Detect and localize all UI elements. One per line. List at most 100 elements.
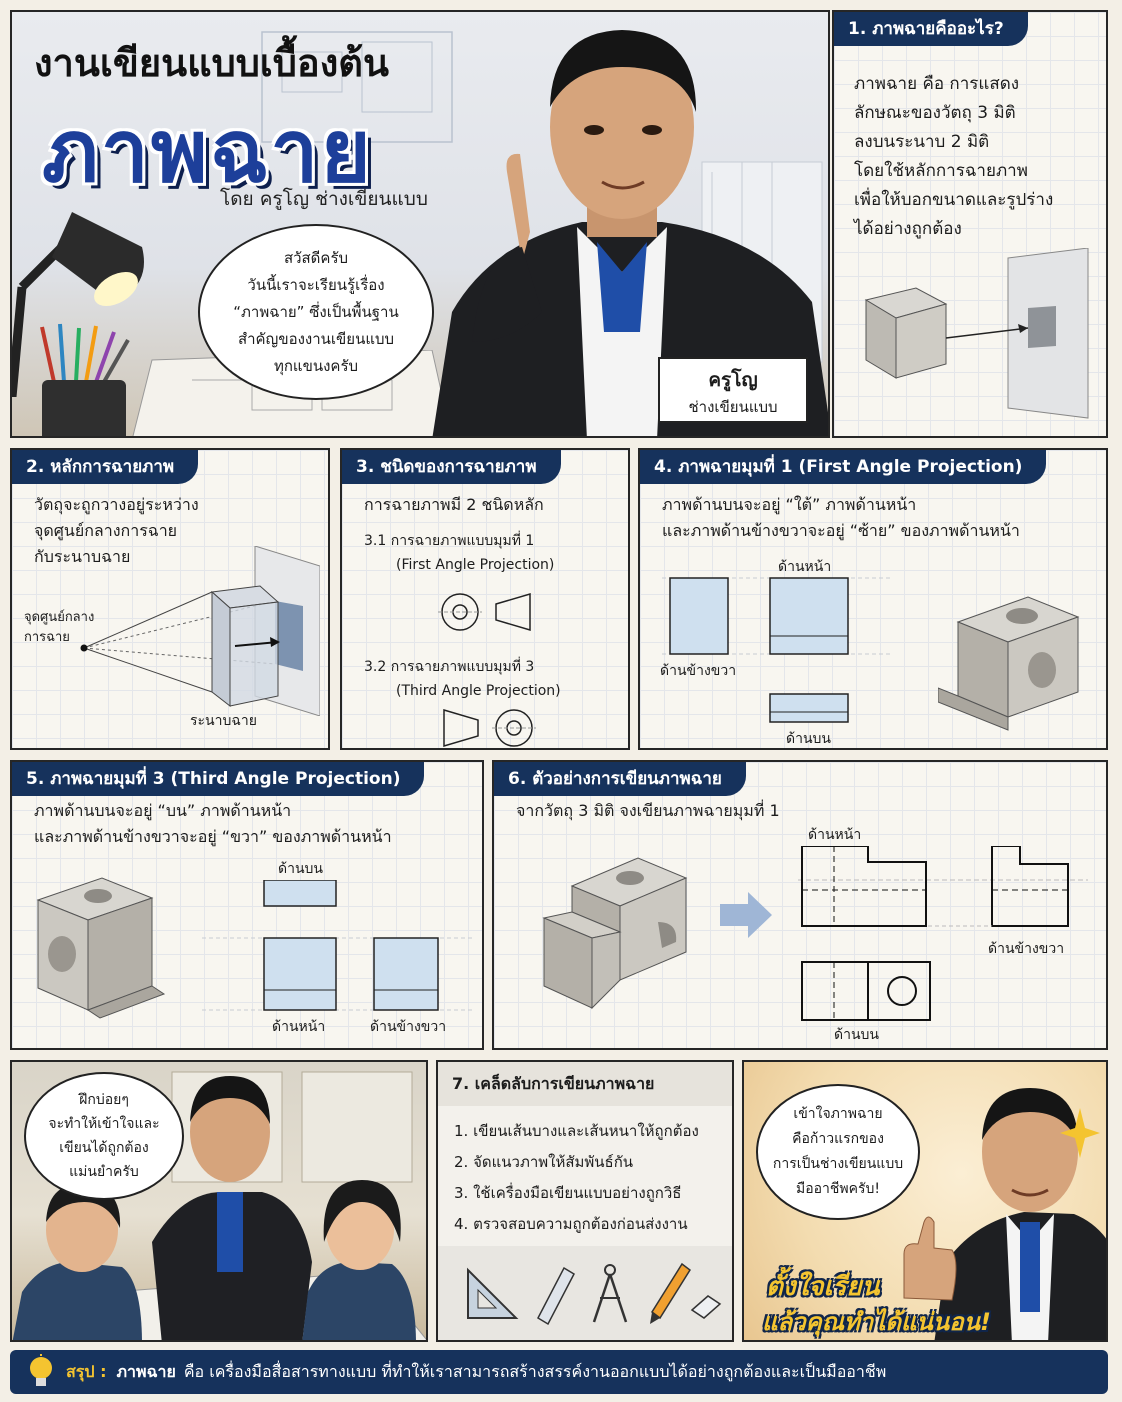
label-line: จุดศูนย์กลาง [24,610,95,625]
section-3-item2-en: (Third Angle Projection) [396,683,561,699]
compass-icon [592,1264,628,1323]
right-arrow-icon [720,892,772,938]
speech-line: จะทำให้เข้าใจและ [48,1116,160,1132]
section-5-panel: 5. ภาพฉายมุมที่ 3 (Third Angle Projectio… [10,760,484,1050]
name-tag-role: ช่างเขียนแบบ [688,398,778,416]
summary-term: ภาพฉาย [116,1361,176,1381]
slogan-line-1: ตั้งใจเรียน [766,1272,880,1302]
top-view-label: ด้านบน [834,1027,879,1043]
pencil-cup-icon [40,323,130,436]
name-tag-name: ครูโญ [708,369,758,391]
front-view-label: ด้านหน้า [808,827,862,843]
speech-line: ทุกแขนงครับ [273,356,359,375]
section-2-panel: 2. หลักการฉายภาพ วัตถุจะถูกวางอยู่ระหว่า… [10,448,330,750]
section-3-panel: 3. ชนิดของการฉายภาพ การฉายภาพมี 2 ชนิดหล… [340,448,630,750]
section-1-title: 1. ภาพฉายคืออะไร? [834,12,1028,46]
projection-illustration [864,248,1089,419]
text-line: และภาพด้านข้างขวาจะอยู่ “ขวา” ของภาพด้าน… [34,827,392,846]
text-line: จุดศูนย์กลางการฉาย [34,521,178,540]
label-line: การฉาย [24,630,70,645]
closing-panel: เข้าใจภาพฉาย คือก้าวแรกของ การเป็นช่างเข… [742,1060,1108,1342]
section-1-text: ภาพฉาย คือ การแสดง ลักษณะของวัตถุ 3 มิติ… [854,70,1053,244]
text-line: โดยใช้หลักการฉายภาพ [854,161,1028,181]
text-line: ลงบนระนาบ 2 มิติ [854,132,990,152]
hero-title-main: ภาพฉาย [42,104,373,200]
section-4-text: ภาพด้านบนจะอยู่ “ใต้” ภาพด้านหน้า และภาพ… [662,492,1020,544]
section-3-intro: การฉายภาพมี 2 ชนิดหลัก [364,495,544,514]
tip-item: 1. เขียนเส้นบางและเส้นหนาให้ถูกต้อง [454,1122,699,1140]
speech-line: เข้าใจภาพฉาย [793,1106,883,1122]
text-line: ภาพฉาย คือ การแสดง [854,74,1020,94]
summary-text: คือ เครื่องมือสื่อสารทางแบบ ที่ทำให้เราส… [183,1361,887,1381]
section-6-title: 6. ตัวอย่างการเขียนภาพฉาย [494,762,746,796]
classroom-illustration [12,1071,426,1340]
front-view-label: ด้านหน้า [272,1019,326,1035]
projection-plane-label: ระนาบฉาย [190,713,257,729]
center-of-projection-label: จุดศูนย์กลาง การฉาย [24,608,94,648]
speech-line: แม่นยำครับ [69,1164,139,1180]
text-line: เพื่อให้บอกขนาดและรูปร่าง [854,190,1054,210]
top-view-label: ด้านบน [278,861,323,877]
top-view-label: ด้านบน [786,731,831,747]
section-5-title: 5. ภาพฉายมุมที่ 3 (Third Angle Projectio… [12,762,425,796]
section-7-title: 7. เคล็ดลับการเขียนภาพฉาย [438,1062,732,1106]
name-tag: ครูโญ ช่างเขียนแบบ [658,357,808,423]
text-line: ได้อย่างถูกต้อง [854,219,962,239]
section-3-item1-en: (First Angle Projection) [396,557,555,573]
speech-line: การเป็นช่างเขียนแบบ [772,1156,904,1172]
speech-line: สำคัญของงานเขียนแบบ [237,329,395,348]
lightbulb-icon [30,1354,52,1386]
speech-line: คือก้าวแรกของ [792,1131,884,1147]
pencil-icon [650,1262,692,1324]
text-line: ลักษณะของวัตถุ 3 มิติ [854,103,1016,123]
third-angle-views [202,880,472,1011]
hero-title-top: งานเขียนแบบเบื้องต้น [34,43,389,85]
speech-line: สวัสดีครับ [283,248,349,267]
section-3-item1: 3.1 การฉายภาพแบบมุมที่ 1 [364,533,535,549]
section-6-panel: 6. ตัวอย่างการเขียนภาพฉาย จากวัตถุ 3 มิต… [492,760,1108,1050]
third-angle-object [36,877,166,1019]
ruler-icon [537,1266,575,1326]
speech-line: ฝึกบ่อยๆ [79,1092,129,1108]
section-6-task: จากวัตถุ 3 มิติ จงเขียนภาพฉายมุมที่ 1 [516,801,780,820]
projection-principle-diagram [80,546,320,716]
section-2-title: 2. หลักการฉายภาพ [12,450,199,484]
right-side-view-label: ด้านข้างขวา [660,663,737,679]
third-angle-symbol-icon [443,708,536,748]
text-line: ภาพด้านบนจะอยู่ “บน” ภาพด้านหน้า [34,801,292,820]
speech-line: “ภาพฉาย” ซึ่งเป็นพื้นฐาน [233,302,399,321]
section-4-panel: 4. ภาพฉายมุมที่ 1 (First Angle Projectio… [638,448,1108,750]
tip-item: 3. ใช้เครื่องมือเขียนแบบอย่างถูกวิธี [454,1184,682,1202]
text-line: และภาพด้านข้างขวาจะอยู่ “ซ้าย” ของภาพด้า… [662,521,1020,540]
section-3-title: 3. ชนิดของการฉายภาพ [342,450,561,484]
tip-item: 2. จัดแนวภาพให้สัมพันธ์กัน [454,1153,634,1171]
hero-byline: โดย ครูโญ ช่างเขียนแบบ [220,188,428,210]
text-line: วัตถุจะถูกวางอยู่ระหว่าง [34,495,199,514]
section-1-panel: 1. ภาพฉายคืออะไร? ภาพฉาย คือ การแสดง ลัก… [832,10,1108,438]
section-4-title: 4. ภาพฉายมุมที่ 1 (First Angle Projectio… [640,450,1047,484]
closing-speech-bubble: เข้าใจภาพฉาย คือก้าวแรกของ การเป็นช่างเข… [756,1084,920,1220]
stepped-block-object [542,857,688,1010]
first-angle-symbol-icon [438,592,531,632]
speech-line: วันนี้เราจะเรียนรู้เรื่อง [247,275,385,294]
text-line: ภาพด้านบนจะอยู่ “ใต้” ภาพด้านหน้า [662,495,917,514]
summary-label: สรุป : [66,1361,107,1381]
teacher-thumbs-up-portrait [903,1088,1106,1340]
eraser-icon [690,1295,722,1319]
desk-lamp-icon [12,212,144,397]
speech-line: เขียนได้ถูกต้อง [59,1140,149,1156]
section-7-tips: 1. เขียนเส้นบางและเส้นหนาให้ถูกต้อง 2. จ… [454,1116,699,1240]
first-angle-object [938,596,1080,731]
section-2-text: วัตถุจะถูกวางอยู่ระหว่าง จุดศูนย์กลางการ… [34,492,199,570]
text-line: กับระนาบฉาย [34,547,131,566]
practice-speech-bubble: ฝึกบ่อยๆ จะทำให้เข้าใจและ เขียนได้ถูกต้อ… [24,1072,184,1200]
hero-speech-bubble: สวัสดีครับ วันนี้เราจะเรียนรู้เรื่อง “ภา… [198,224,434,400]
slogan-line-2: แล้วคุณทำได้แน่นอน! [762,1308,991,1336]
hero-panel: งานเขียนแบบเบื้องต้น ภาพฉาย โดย ครูโญ ช่… [10,10,830,438]
front-view-label: ด้านหน้า [778,559,832,575]
right-side-view-label: ด้านข้างขวา [370,1019,447,1035]
first-angle-exercise-views [798,846,1088,1021]
right-side-view-label: ด้านข้างขวา [988,941,1065,957]
first-angle-views [662,577,892,723]
speech-line: มืออาชีพครับ! [795,1181,881,1197]
